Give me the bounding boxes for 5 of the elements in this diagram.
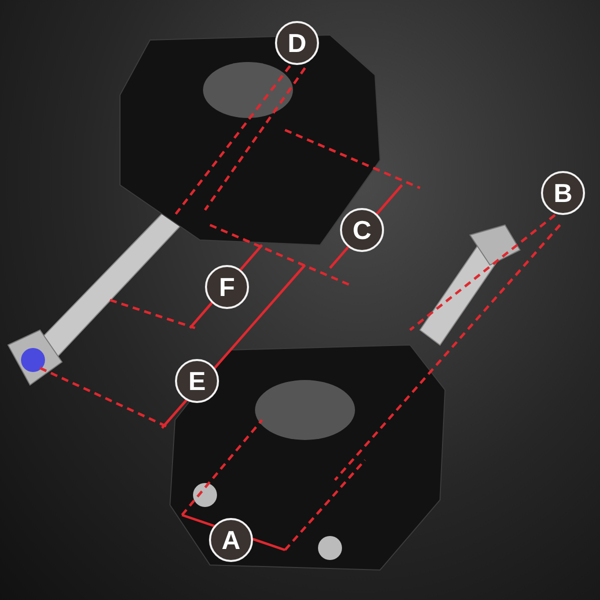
- callout-letter: F: [205, 265, 249, 309]
- callout-letter: D: [275, 21, 319, 65]
- callout-letter: E: [175, 359, 219, 403]
- callout-letter: B: [541, 171, 585, 215]
- callout-letter: C: [340, 208, 384, 252]
